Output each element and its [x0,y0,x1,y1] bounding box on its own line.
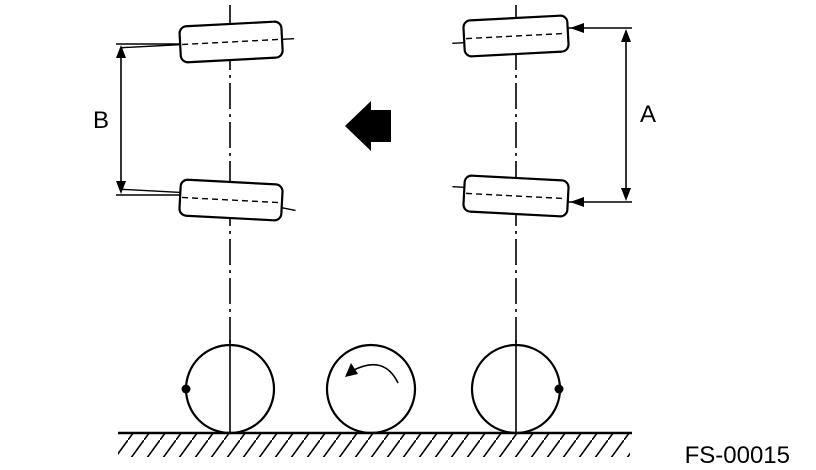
right-upper-tire [452,14,570,58]
label-a: A [640,101,656,128]
left-lower-tire [120,178,296,222]
ground [118,431,638,470]
figure-code: FS-00015 [685,442,790,469]
curved-arrow-icon [351,363,399,384]
left-side-wheel [181,340,276,435]
dimension-a [621,29,631,201]
right-side-wheel [470,340,564,435]
right-lower-tire [452,174,570,218]
left-upper-tire [120,20,295,64]
right-wheel-mark [554,384,564,394]
label-b: B [93,107,109,134]
right-wheel-assembly: A [452,5,656,435]
middle-side-wheel [325,343,417,435]
dimension-b [116,43,180,196]
left-wheel-assembly: B [93,5,296,435]
left-arrow-icon [345,101,391,151]
left-wheel-mark [181,384,191,394]
